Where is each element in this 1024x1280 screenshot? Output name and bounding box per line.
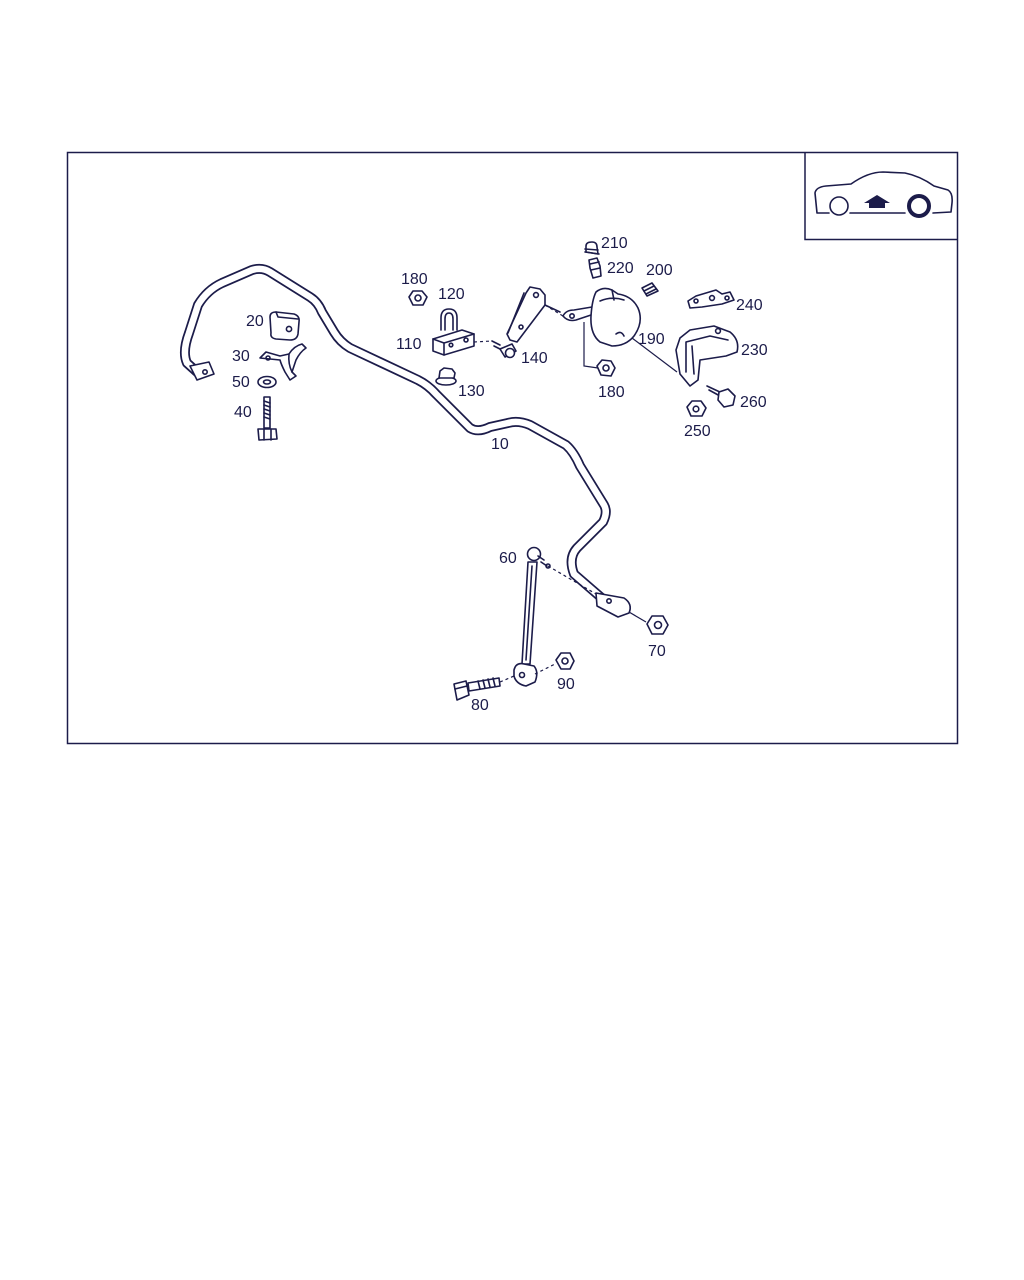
- fitting-220: [588, 257, 602, 279]
- u-bolt-120: [440, 308, 458, 331]
- label-130: 130: [458, 383, 485, 400]
- label-60: 60: [499, 550, 517, 567]
- label-120: 120: [438, 286, 465, 303]
- level-sensor-190: [562, 287, 642, 369]
- link-60: [513, 546, 551, 687]
- label-260: 260: [740, 394, 767, 411]
- label-80: 80: [471, 697, 489, 714]
- bolt-80: [453, 677, 501, 701]
- nut-250: [686, 400, 707, 417]
- label-70: 70: [648, 643, 666, 660]
- label-10: 10: [491, 436, 509, 453]
- label-140: 140: [521, 350, 548, 367]
- label-20: 20: [246, 313, 264, 330]
- label-90: 90: [557, 676, 575, 693]
- leader-lines: [473, 304, 678, 683]
- bolt-260: [706, 385, 736, 408]
- label-190: 190: [638, 331, 665, 348]
- nut-70: [646, 615, 669, 635]
- label-110: 110: [396, 336, 422, 353]
- bolt-40: [257, 396, 278, 441]
- label-50: 50: [232, 374, 250, 391]
- label-180-lower: 180: [598, 384, 625, 401]
- label-240: 240: [736, 297, 763, 314]
- rubber-mount-20: [269, 311, 300, 341]
- label-30: 30: [232, 348, 250, 365]
- car-position-inset: [804, 152, 958, 241]
- nut-180-lower: [596, 359, 616, 377]
- linkage-140: [491, 286, 561, 359]
- label-200: 200: [646, 262, 673, 279]
- washer-50: [257, 375, 277, 389]
- nut-180-top: [408, 290, 428, 306]
- label-180-top: 180: [401, 271, 428, 288]
- part-labels: 10 20 30 50 40 180 120 110 130 140 210 2…: [232, 235, 768, 714]
- label-210: 210: [601, 235, 628, 252]
- clamp-30: [259, 343, 307, 381]
- bracket-110: [432, 329, 475, 356]
- diagram-frame: [66, 151, 959, 745]
- bracket-230: [675, 325, 739, 387]
- label-40: 40: [234, 404, 252, 421]
- label-250: 250: [684, 423, 711, 440]
- holder-240: [687, 289, 735, 309]
- stabilizer-bar: [179, 263, 631, 618]
- plug-200: [641, 282, 659, 297]
- cap-210: [584, 241, 600, 255]
- label-230: 230: [741, 342, 768, 359]
- label-220: 220: [607, 260, 634, 277]
- flange-nut-130: [435, 367, 457, 386]
- nut-90: [555, 652, 575, 670]
- car-rear-axle-arrow-icon: [814, 171, 953, 218]
